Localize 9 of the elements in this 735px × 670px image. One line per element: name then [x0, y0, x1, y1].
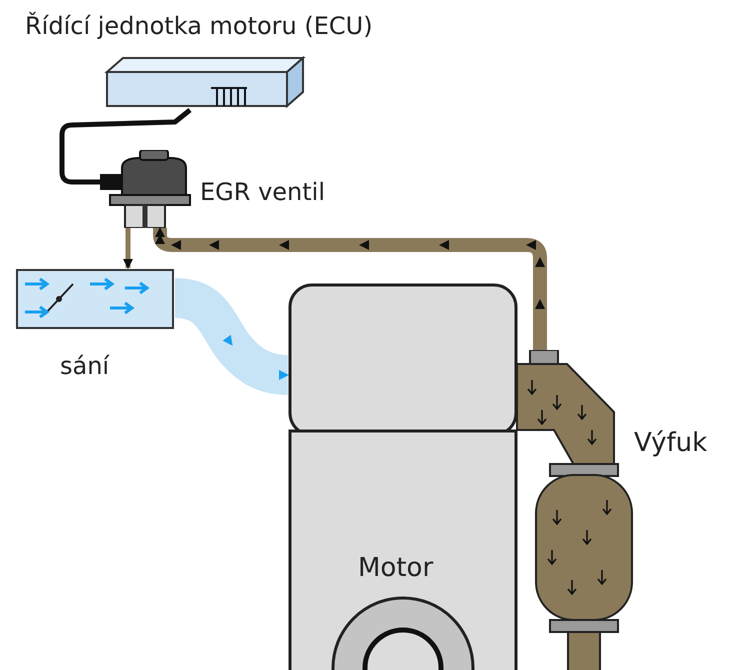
component-label: Výfuk: [634, 428, 708, 458]
component-label: Motor: [358, 553, 434, 583]
component-label: Řídící jednotka motoru (ECU): [25, 12, 373, 40]
component-label: sání: [60, 352, 110, 380]
pipe-arrow: [174, 278, 289, 395]
pipe-arrow: [153, 228, 547, 350]
connector-line: [60, 108, 192, 184]
connector-line: [123, 228, 133, 269]
component-label: EGR ventil: [200, 178, 325, 206]
